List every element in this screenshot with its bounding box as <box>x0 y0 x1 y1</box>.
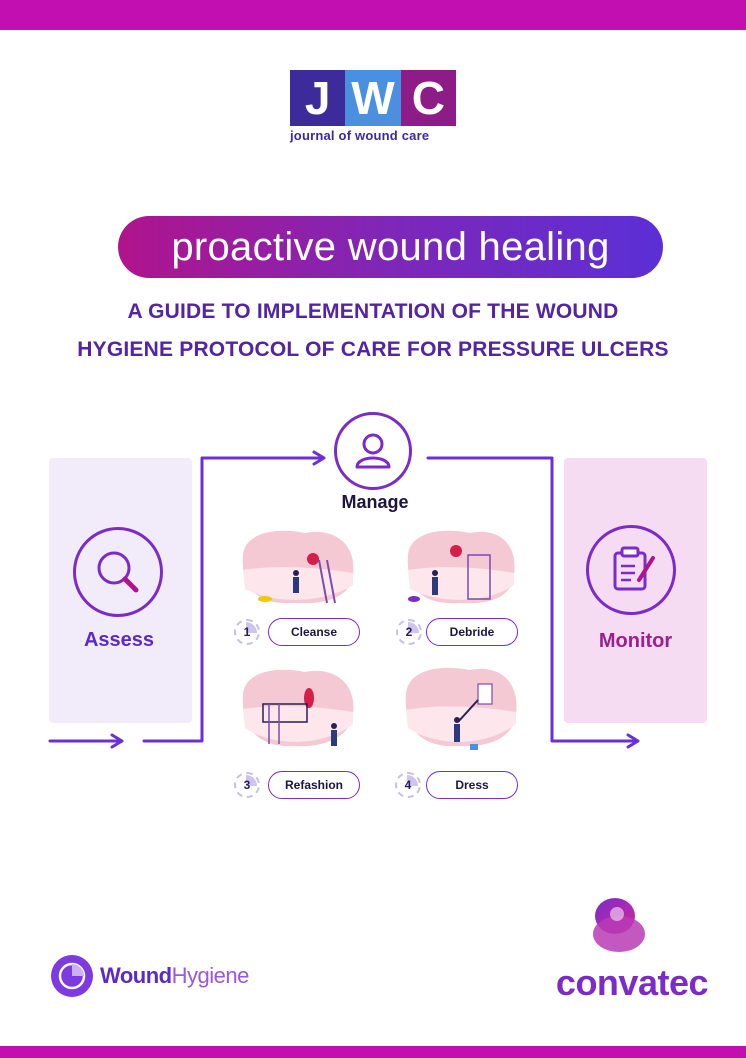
subtitle-line-2: HYGIENE PROTOCOL OF CARE FOR PRESSURE UL… <box>77 338 669 361</box>
step-4-number: 4 <box>404 778 412 792</box>
jwc-letter-c: C <box>400 70 456 126</box>
wound-hygiene-text-hygiene: Hygiene <box>171 963 250 988</box>
step-2-number: 2 <box>405 625 413 639</box>
page-title: proactive wound healing <box>118 216 663 278</box>
magnifier-icon <box>73 527 163 617</box>
cleanse-step: Cleanse <box>268 618 360 646</box>
step-1-badge: 1 <box>234 619 260 645</box>
manage-label: Manage <box>341 492 409 512</box>
subtitle-line-1: A GUIDE TO IMPLEMENTATION OF THE WOUND <box>127 300 619 323</box>
dress-illustration <box>405 667 517 750</box>
jwc-letter-w: W <box>345 70 401 126</box>
monitor-label: Monitor <box>598 630 673 652</box>
refashion-illustration <box>242 669 354 747</box>
dress-step: Dress <box>426 771 518 799</box>
wound-hygiene-text-wound: Wound <box>100 963 172 988</box>
convatec-wordmark: convatec <box>555 962 709 1003</box>
cleanse-illustration <box>242 530 354 604</box>
jwc-letter-j: J <box>290 70 346 126</box>
jwc-subtitle: journal of wound care <box>290 128 430 143</box>
person-icon <box>334 412 412 490</box>
top-accent-bar <box>0 0 746 30</box>
step-2-badge: 2 <box>396 619 422 645</box>
debride-illustration <box>407 530 515 604</box>
jwc-logo: J W C journal of wound care <box>290 70 456 143</box>
step-3-number: 3 <box>243 778 251 792</box>
debride-step: Debride <box>426 618 518 646</box>
step-3-badge: 3 <box>234 772 260 798</box>
wound-hygiene-icon <box>51 955 93 997</box>
wound-hygiene-logo: WoundHygiene <box>50 954 249 998</box>
clipboard-icon <box>586 525 676 615</box>
step-4-badge: 4 <box>395 772 421 798</box>
assess-label: Assess <box>83 629 155 651</box>
convatec-logo-icon <box>593 898 645 952</box>
step-1-number: 1 <box>243 625 251 639</box>
refashion-step: Refashion <box>268 771 360 799</box>
bottom-accent-bar <box>0 1046 746 1058</box>
